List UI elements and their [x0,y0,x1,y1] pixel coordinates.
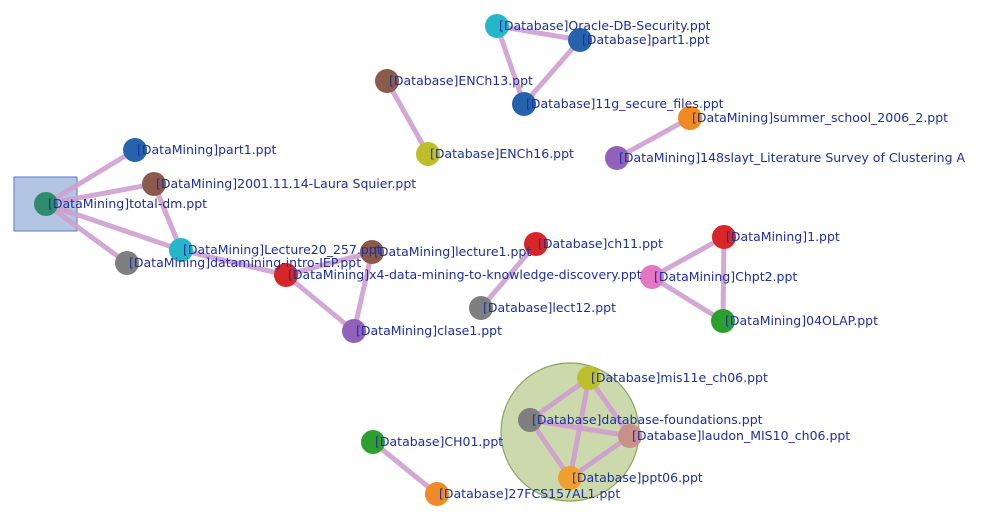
node-n21[interactable] [577,366,601,390]
node-n12[interactable] [360,240,384,264]
node-label-n15[interactable]: [DataMining]clase1.ppt [356,323,502,338]
node-n17[interactable] [469,296,493,320]
node-label-n8[interactable]: [DataMining]part1.ppt [137,142,277,157]
node-label-n14[interactable]: [DataMining]x4-data-mining-to-knowledge-… [288,267,642,282]
edge-n10-n11 [43,201,184,253]
node-n23[interactable] [618,424,642,448]
edge-n10-n13 [43,201,130,266]
node-n20[interactable] [711,309,735,333]
node-label-n26[interactable]: [Database]27FCS157AL1.ppt [439,486,620,501]
node-label-n5[interactable]: [DataMining]summer_school_2006_2.ppt [692,110,948,125]
node-n8[interactable] [123,138,147,162]
edge-n3-n7 [384,78,431,157]
node-n3[interactable] [375,69,399,93]
node-label-n3[interactable]: [Database]ENCh13.ppt [389,73,533,88]
edge-n5-n6 [614,115,693,161]
node-n4[interactable] [512,92,536,116]
node-label-n1[interactable]: [Database]Oracle-DB-Security.ppt [499,18,711,33]
edge-n1-n2 [494,23,583,43]
node-label-n7[interactable]: [Database]ENCh16.ppt [430,146,574,161]
node-n7[interactable] [416,142,440,166]
edge-n14-n15 [283,272,357,334]
node-n2[interactable] [568,28,592,52]
edge-n9-n10 [43,181,157,207]
edge-n22-n23 [527,417,633,439]
edge-n8-n10 [43,147,138,207]
edge-n21-n22 [527,375,592,423]
node-n18[interactable] [712,225,736,249]
node-label-n22[interactable]: [Database]database-foundations.ppt [532,412,763,427]
node-n26[interactable] [425,482,449,506]
node-label-n25[interactable]: [Database]CH01.ppt [375,434,503,449]
edge-n18-n19 [649,234,727,280]
node-label-n21[interactable]: [Database]mis11e_ch06.ppt [591,370,768,385]
node-n11[interactable] [169,238,193,262]
node-n15[interactable] [342,319,366,343]
node-n10[interactable] [34,192,58,216]
node-label-n13[interactable]: [DataMining]datamining-intro-IEP.ppt [129,255,361,270]
node-n16[interactable] [524,232,548,256]
node-n25[interactable] [361,430,385,454]
node-label-n19[interactable]: [DataMining]Chpt2.ppt [654,269,797,284]
node-n14[interactable] [274,263,298,287]
nodes-layer [34,14,736,506]
node-n5[interactable] [678,106,702,130]
node-n24[interactable] [558,466,582,490]
labels-layer: [Database]Oracle-DB-Security.ppt[Databas… [48,18,965,501]
node-n1[interactable] [485,14,509,38]
edge-n16-n17 [478,241,539,311]
node-label-n2[interactable]: [Database]part1.ppt [582,32,710,47]
node-label-n9[interactable]: [DataMining]2001.11.14-Laura Squier.ppt [156,176,416,191]
node-n6[interactable] [605,146,629,170]
node-label-n16[interactable]: [Database]ch11.ppt [538,236,663,251]
node-label-n18[interactable]: [DataMining]1.ppt [726,229,840,244]
edge-n11-n14 [178,247,289,278]
node-label-n4[interactable]: [Database]11g_secure_files.ppt [526,96,724,111]
edge-n12-n15 [351,249,375,334]
node-n9[interactable] [142,172,166,196]
edge-n12-n14 [283,249,375,278]
node-label-n20[interactable]: [DataMining]04OLAP.ppt [725,313,878,328]
node-label-n17[interactable]: [Database]lect12.ppt [483,300,616,315]
node-label-n6[interactable]: [DataMining]148slayt_Literature Survey o… [619,150,965,165]
edge-n1-n4 [494,23,527,107]
edge-n25-n26 [370,439,440,497]
node-label-n10[interactable]: [DataMining]total-dm.ppt [48,196,207,211]
node-n22[interactable] [518,408,542,432]
edge-n18-n20 [720,234,727,324]
node-label-n23[interactable]: [Database]laudon_MIS10_ch06.ppt [632,428,850,443]
node-label-n11[interactable]: [DataMining]Lecture20_257.ppt [183,242,382,257]
edge-n2-n4 [521,37,583,107]
edge-n19-n20 [649,274,726,324]
edge-n23-n24 [567,433,633,481]
node-n13[interactable] [115,251,139,275]
node-label-n24[interactable]: [Database]ppt06.ppt [572,470,703,485]
node-label-n12[interactable]: [DataMining]lecture1.ppt [374,244,531,259]
edges-layer [43,23,727,497]
node-n19[interactable] [640,265,664,289]
